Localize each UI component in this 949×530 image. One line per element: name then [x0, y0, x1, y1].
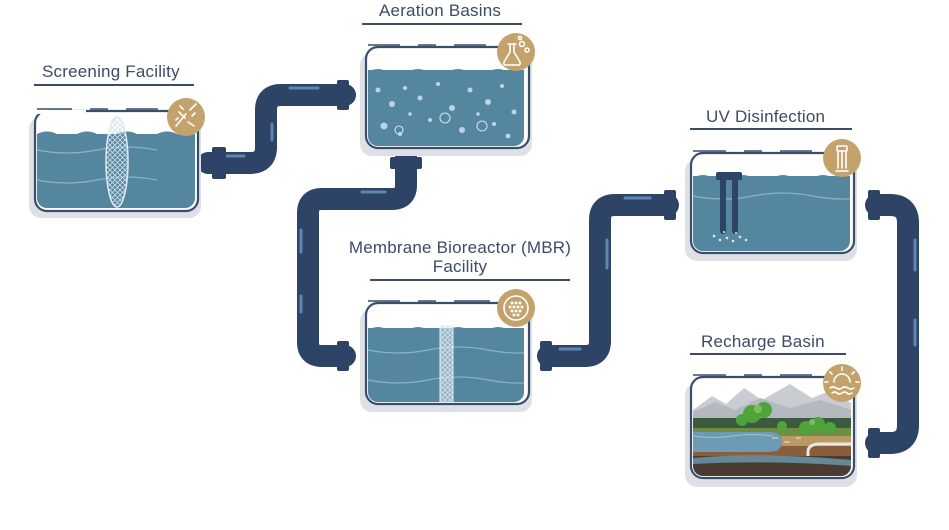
aeration-label: Aeration Basins	[379, 1, 502, 20]
screening-label: Screening Facility	[42, 62, 180, 81]
aeration-tank	[360, 45, 532, 156]
membrane-panel	[439, 325, 454, 402]
pipe-screening-aeration	[197, 84, 356, 174]
recharge-label: Recharge Basin	[701, 332, 825, 351]
recharge-tank	[685, 375, 857, 487]
screening-tank	[29, 109, 201, 218]
screening-label-underline	[34, 84, 194, 86]
uv-label-underline	[690, 128, 852, 130]
mbr-label-underline	[370, 279, 570, 281]
mbr-label-line2: Facility	[432, 257, 488, 276]
uv-label: UV Disinfection	[706, 107, 826, 126]
recharge-label-underline	[690, 353, 846, 355]
sun-water-icon	[823, 364, 861, 402]
pipe-mbr-uv	[537, 194, 679, 367]
uv-lamp-icon	[823, 139, 861, 177]
pipe-aeration-mbr	[297, 147, 417, 367]
flask-icon	[497, 33, 535, 71]
pipes	[197, 80, 919, 458]
aeration-label-underline	[362, 23, 522, 25]
membrane-icon	[497, 289, 535, 327]
uv-tank	[685, 151, 857, 261]
mbr-tank	[360, 301, 532, 412]
screen-mesh	[105, 116, 129, 208]
bacteria-icon	[167, 98, 205, 136]
mbr-label-line1: Membrane Bioreactor (MBR)	[348, 238, 572, 257]
lid-lines	[37, 44, 812, 376]
pipe-uv-recharge	[865, 194, 919, 454]
